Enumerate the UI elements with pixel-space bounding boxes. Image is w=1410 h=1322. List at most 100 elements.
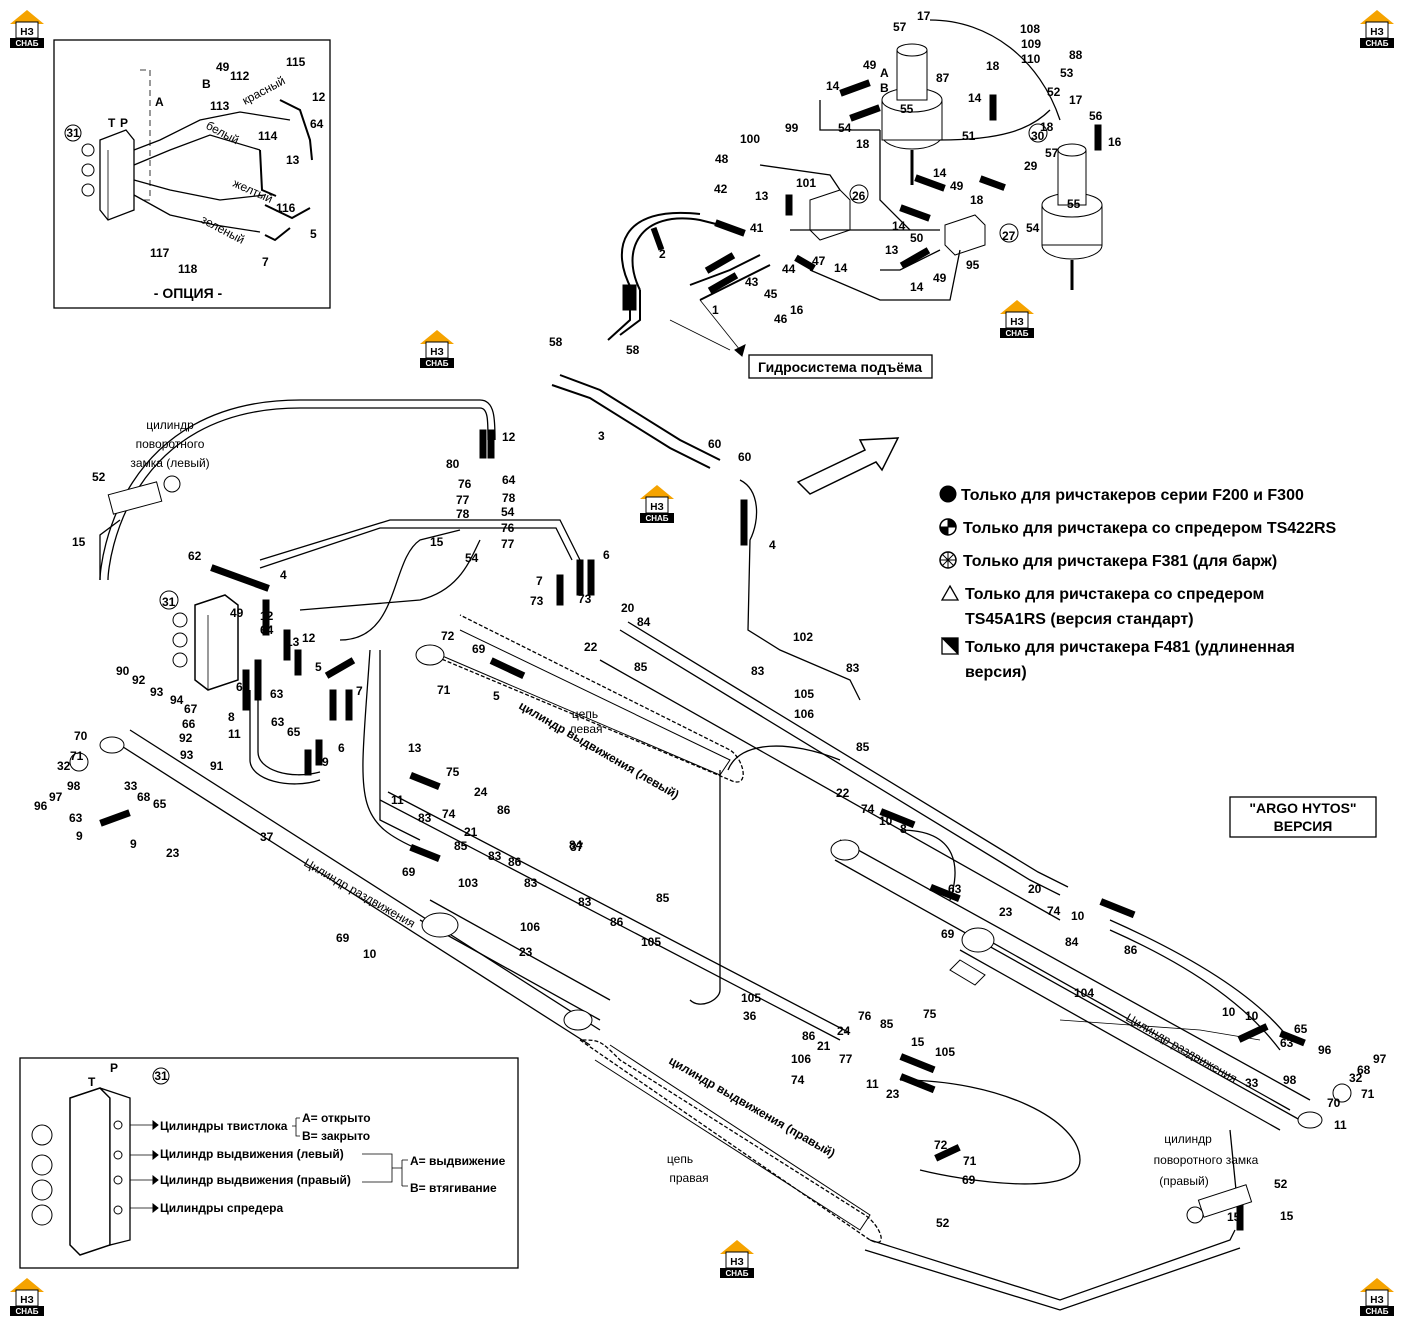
logo-mark: НЗ xyxy=(1370,27,1384,38)
callout-56: 56 xyxy=(1089,109,1103,123)
option-title: - ОПЦИЯ - xyxy=(154,285,223,301)
callout-105: 105 xyxy=(935,1045,955,1059)
callout-93: 93 xyxy=(180,748,194,762)
callout-51: 51 xyxy=(962,129,976,143)
logo-text: СНАБ xyxy=(15,39,38,48)
callout-91: 91 xyxy=(210,759,224,773)
callout-71: 71 xyxy=(963,1154,977,1168)
callout-23: 23 xyxy=(886,1087,900,1101)
callout-21: 21 xyxy=(464,825,478,839)
logo-text: СНАБ xyxy=(645,514,668,523)
legend-text: Только для ричстакера F381 (для барж) xyxy=(963,553,1277,570)
callout-7: 7 xyxy=(536,574,543,588)
brake-valve-27 xyxy=(944,214,986,256)
callout-70: 70 xyxy=(1327,1096,1341,1110)
callout-103: 103 xyxy=(458,876,478,890)
callout-53: 53 xyxy=(1060,66,1074,80)
option-port: P xyxy=(120,116,128,130)
callout-18: 18 xyxy=(856,137,870,151)
callout-15: 15 xyxy=(911,1035,925,1049)
label-ext-right: Цилиндр выдвижения (правый) xyxy=(160,1173,351,1187)
callout-97: 97 xyxy=(49,790,63,804)
chain-right xyxy=(579,1039,882,1243)
argo-title: "ARGO HYTOS" xyxy=(1249,800,1356,816)
label-twistlock: Цилиндры твистлока xyxy=(160,1119,288,1133)
lock-left-label: замка (левый) xyxy=(130,456,209,470)
rotator-assembly xyxy=(607,19,1103,357)
callout-22: 22 xyxy=(584,640,598,654)
callout-6: 6 xyxy=(603,548,610,562)
callout-63: 63 xyxy=(270,687,284,701)
callout-57: 57 xyxy=(893,20,907,34)
callout-52: 52 xyxy=(936,1216,950,1230)
callout-100: 100 xyxy=(740,132,760,146)
callout-47: 47 xyxy=(812,254,826,268)
callout-10: 10 xyxy=(879,814,893,828)
callout-84: 84 xyxy=(637,615,651,629)
lock-left-label: цилиндр xyxy=(146,418,194,432)
callout-69: 69 xyxy=(941,927,955,941)
lock-cylinder-right xyxy=(1186,1184,1253,1224)
callout-A: A xyxy=(880,66,889,80)
legend-text: Только для ричстакера со спредером TS422… xyxy=(963,520,1337,537)
callout-86: 86 xyxy=(802,1029,816,1043)
callout-63: 63 xyxy=(69,811,83,825)
callout-17: 17 xyxy=(1069,93,1083,107)
chain-left-label: цепь xyxy=(572,707,598,721)
callout-75: 75 xyxy=(923,1007,937,1021)
callout-24: 24 xyxy=(837,1024,851,1038)
callout-74: 74 xyxy=(861,802,875,816)
chain-left xyxy=(415,614,744,783)
spreader-cylinder-right xyxy=(830,839,1323,1131)
label-open: A= открыто xyxy=(302,1111,371,1125)
callout-32: 32 xyxy=(1349,1071,1363,1085)
callout-60: 60 xyxy=(708,437,722,451)
callout-23: 23 xyxy=(519,945,533,959)
callout-6: 6 xyxy=(338,741,345,755)
callout-64: 64 xyxy=(260,623,274,637)
callout-46: 46 xyxy=(774,312,788,326)
callout-96: 96 xyxy=(34,799,48,813)
callout-54: 54 xyxy=(465,551,479,565)
callout-77: 77 xyxy=(501,537,515,551)
callout-71: 71 xyxy=(437,683,451,697)
callout-18: 18 xyxy=(986,59,1000,73)
logo-text: СНАБ xyxy=(15,1307,38,1316)
callout-69: 69 xyxy=(336,931,350,945)
callout-92: 92 xyxy=(179,731,193,745)
callout-65: 65 xyxy=(153,797,167,811)
callout-ring xyxy=(69,752,89,772)
callout-37: 37 xyxy=(570,840,584,854)
callout-54: 54 xyxy=(501,505,515,519)
callout-13: 13 xyxy=(408,741,422,755)
callout-75: 75 xyxy=(446,765,460,779)
callout-105: 105 xyxy=(741,991,761,1005)
callout-22: 22 xyxy=(836,786,850,800)
ext-cyl-right-label: цилиндр выдвижения (правый) xyxy=(667,1053,838,1160)
option-callout: 112 xyxy=(230,69,250,83)
hose-routing xyxy=(99,374,1291,1311)
callout-85: 85 xyxy=(454,839,468,853)
callout-86: 86 xyxy=(610,915,624,929)
callout-71: 71 xyxy=(1361,1087,1375,1101)
legend-item-half-square: Только для ричстакера F481 (удлиненная в… xyxy=(940,637,1295,681)
callout-15: 15 xyxy=(1227,1210,1241,1224)
callout-105: 105 xyxy=(794,687,814,701)
callout-10: 10 xyxy=(1222,1005,1236,1019)
callout-45: 45 xyxy=(764,287,778,301)
callout-20: 20 xyxy=(621,601,635,615)
callout-105: 105 xyxy=(641,935,661,949)
lock-right-label: (правый) xyxy=(1159,1174,1209,1188)
option-callout: 118 xyxy=(178,262,198,276)
callout-66: 66 xyxy=(182,717,196,731)
callout-52: 52 xyxy=(1047,85,1061,99)
callout-72: 72 xyxy=(441,629,455,643)
callout-10: 10 xyxy=(363,947,377,961)
option-port: T xyxy=(108,116,116,130)
option-callout: 7 xyxy=(262,255,269,269)
callout-106: 106 xyxy=(794,707,814,721)
option-callout: 115 xyxy=(286,55,306,69)
